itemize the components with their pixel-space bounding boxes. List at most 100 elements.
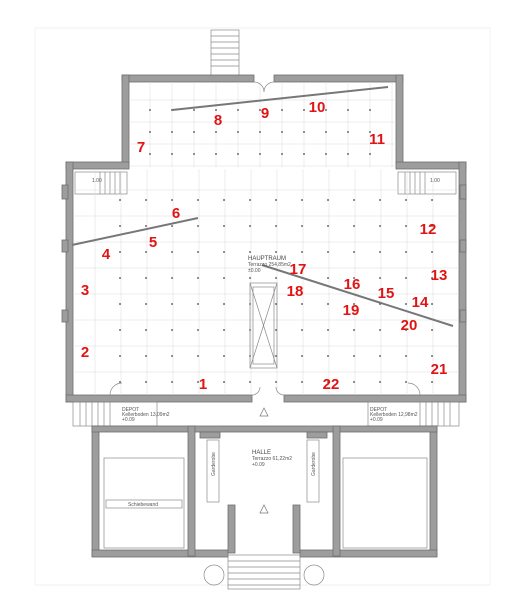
floor-marker (215, 109, 217, 111)
floor-marker (405, 303, 407, 305)
floor-marker (301, 251, 303, 253)
floor-marker (193, 153, 195, 155)
floor-marker (325, 153, 327, 155)
floor-marker (431, 225, 433, 227)
floor-marker (327, 355, 329, 357)
floor-marker (275, 251, 277, 253)
floor-marker (431, 277, 433, 279)
floor-marker (275, 381, 277, 383)
floor-marker (215, 153, 217, 155)
floor-marker (249, 251, 251, 253)
floor-marker (301, 381, 303, 383)
floor-marker (145, 277, 147, 279)
floor-marker (369, 131, 371, 133)
floor-marker (145, 355, 147, 357)
position-number-17: 17 (290, 261, 307, 278)
depot-right-label: DEPOT (370, 407, 387, 413)
floor-marker (353, 251, 355, 253)
floor-marker (281, 109, 283, 111)
position-number-2: 2 (81, 344, 89, 361)
position-number-14: 14 (412, 294, 429, 311)
floor-marker (405, 329, 407, 331)
floor-marker (369, 109, 371, 111)
floor-marker (369, 153, 371, 155)
lower-block-walls (91, 425, 438, 558)
garderobe-left-label: Garderobe (211, 452, 217, 476)
position-number-7: 7 (137, 139, 145, 156)
floor-marker (327, 277, 329, 279)
position-number-6: 6 (172, 205, 180, 222)
floor-marker (197, 277, 199, 279)
floor-marker (301, 329, 303, 331)
position-number-9: 9 (261, 105, 269, 122)
floor-marker (119, 381, 121, 383)
central-showcase (249, 282, 278, 369)
floor-marker (149, 109, 151, 111)
floor-marker (353, 355, 355, 357)
floor-marker (119, 355, 121, 357)
floor-marker (171, 355, 173, 357)
position-number-4: 4 (102, 246, 111, 263)
floor-marker (301, 303, 303, 305)
south-doors (109, 382, 421, 396)
position-number-12: 12 (420, 221, 437, 238)
floor-marker (145, 381, 147, 383)
floor-marker (431, 381, 433, 383)
floor-marker (431, 251, 433, 253)
south-stair (203, 554, 325, 590)
floor-marker (431, 303, 433, 305)
floor-marker (171, 153, 173, 155)
floor-marker (327, 329, 329, 331)
position-number-1: 1 (199, 376, 207, 393)
position-number-11: 11 (369, 131, 385, 148)
floor-marker (379, 199, 381, 201)
floor-marker (431, 329, 433, 331)
position-number-20: 20 (401, 317, 418, 334)
floor-marker (379, 329, 381, 331)
halle-area: Terrazzo 61,22m2 (252, 456, 292, 462)
floor-marker (303, 109, 305, 111)
floor-marker (149, 153, 151, 155)
floor-marker (149, 131, 151, 133)
level-right-label: 1.00 (430, 178, 440, 184)
site-outline (34, 27, 491, 586)
main-hall-walls (61, 74, 467, 403)
position-number-8: 8 (214, 112, 222, 129)
depot-left-area: Kellerboden 13,09m2 (122, 412, 170, 418)
floor-marker (327, 381, 329, 383)
floor-marker (237, 109, 239, 111)
partition-walls (71, 86, 454, 327)
floor-marker (237, 153, 239, 155)
floor-marker (347, 131, 349, 133)
depot-left-label: DEPOT (122, 407, 139, 413)
floor-marker (197, 251, 199, 253)
floor-marker (275, 355, 277, 357)
floor-marker (275, 303, 277, 305)
floor-marker (379, 355, 381, 357)
floor-marker (223, 277, 225, 279)
floor-marker (379, 251, 381, 253)
floor-markers (119, 109, 433, 383)
position-number-5: 5 (149, 234, 157, 251)
floor-marker (249, 225, 251, 227)
floor-marker (303, 131, 305, 133)
floor-marker (171, 277, 173, 279)
floor-marker (119, 251, 121, 253)
floor-marker (259, 131, 261, 133)
floor-marker (405, 225, 407, 227)
floor-marker (197, 303, 199, 305)
north-door (253, 81, 275, 93)
hauptraum-label: HAUPTRAUM (248, 256, 286, 262)
floor-marker (145, 303, 147, 305)
garderobe-right-label: Garderobe (311, 452, 317, 476)
floor-marker (171, 329, 173, 331)
hauptraum-level: ±0.00 (248, 268, 261, 274)
floor-marker (303, 153, 305, 155)
floor-marker (353, 381, 355, 383)
floor-marker (171, 381, 173, 383)
floor-grid (73, 82, 459, 395)
floor-marker (119, 199, 121, 201)
floor-marker (237, 131, 239, 133)
north-stair (210, 29, 240, 77)
floor-marker (353, 303, 355, 305)
